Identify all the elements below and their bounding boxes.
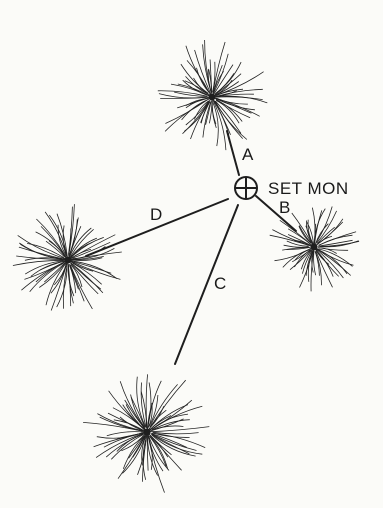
monument-label: SET MON [268, 179, 349, 198]
tree-spike [148, 434, 181, 471]
tree-spike [282, 247, 309, 250]
tree-left-icon [13, 204, 122, 310]
line-label-d: D [150, 205, 163, 224]
tree-top-icon [158, 40, 267, 150]
tree-spike [215, 101, 247, 139]
line-a [227, 131, 239, 175]
tree-spike [213, 103, 218, 147]
tree-spike [153, 432, 199, 434]
line-c [175, 205, 238, 364]
tree-spike [146, 374, 147, 429]
tree-bottom-icon [83, 374, 209, 492]
line-label-c: C [214, 274, 227, 293]
tree-center [144, 429, 151, 436]
tree-center [65, 257, 72, 264]
tree-spike [149, 380, 186, 430]
circle-cross-icon [235, 177, 257, 199]
tree-spike [46, 262, 67, 305]
tree-spike [46, 241, 64, 257]
tree-center [311, 244, 318, 251]
line-label-b: B [279, 198, 291, 217]
tree-center [209, 94, 216, 101]
tree-spike [148, 436, 152, 469]
tree-spike [314, 251, 316, 275]
tree-spike [152, 434, 197, 451]
tree-spike [316, 249, 343, 278]
tree-spike [214, 102, 229, 135]
line-label-a: A [242, 145, 254, 164]
tree-spike [213, 100, 230, 135]
